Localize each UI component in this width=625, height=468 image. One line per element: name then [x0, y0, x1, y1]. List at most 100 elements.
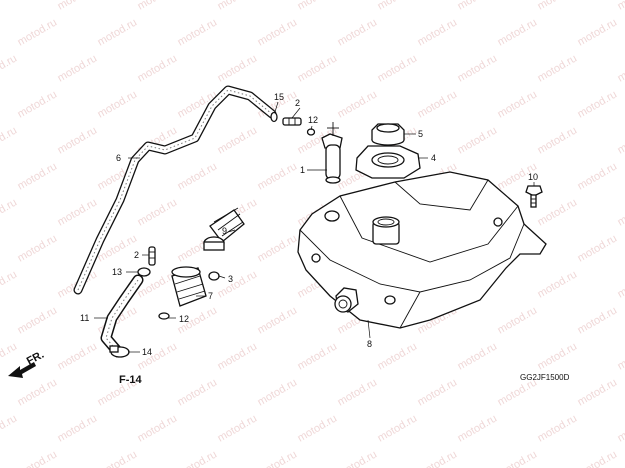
watermark-text: motod.ru — [336, 88, 380, 120]
watermark-text: motod.ru — [16, 376, 60, 408]
oil-level-gauge — [321, 122, 343, 184]
watermark-text: motod.ru — [296, 0, 340, 13]
watermark-text: motod.ru — [96, 16, 140, 48]
watermark-text: motod.ru — [256, 376, 300, 408]
watermark-text: motod.ru — [56, 124, 100, 156]
callout-6: 6 — [116, 153, 121, 163]
watermark-text: motod.ru — [336, 448, 380, 468]
watermark-text: motod.ru — [376, 0, 420, 13]
watermark-text: motod.ru — [216, 340, 260, 372]
watermark-text: motod.ru — [336, 16, 380, 48]
callout-3: 3 — [228, 274, 233, 284]
callout-8: 8 — [367, 339, 372, 349]
watermark-text: motod.ru — [216, 412, 260, 444]
watermark-text: motod.ru — [576, 232, 620, 264]
watermark-text: motod.ru — [0, 268, 19, 300]
watermark-text: motod.ru — [536, 52, 580, 84]
reference-label: F-14 — [119, 374, 143, 386]
lower-clip — [158, 312, 170, 320]
watermark-text: motod.ru — [256, 232, 300, 264]
watermark-text: motod.ru — [496, 88, 540, 120]
watermark-text: motod.ru — [496, 448, 540, 468]
callout-13: 13 — [112, 267, 122, 277]
watermark-text: motod.ru — [616, 412, 625, 444]
hose-clip-upper — [137, 267, 151, 277]
oil-feed-hose — [100, 274, 144, 358]
upper-clip — [270, 111, 278, 123]
mounting-bolt — [525, 185, 543, 208]
watermark-text: motod.ru — [0, 52, 19, 84]
callout-15: 15 — [274, 92, 284, 102]
watermark-text: motod.ru — [16, 448, 60, 468]
watermark-text: motod.ru — [336, 376, 380, 408]
watermark-text: motod.ru — [96, 88, 140, 120]
watermark-text: motod.ru — [496, 16, 540, 48]
watermark-text: motod.ru — [256, 448, 300, 468]
watermark-text: motod.ru — [56, 0, 100, 13]
watermark-text: motod.ru — [416, 376, 460, 408]
watermark-text: motod.ru — [256, 304, 300, 336]
watermark-text: motod.ru — [616, 0, 625, 13]
watermark-text: motod.ru — [256, 16, 300, 48]
callout-2-upper: 2 — [295, 98, 300, 108]
watermark-text: motod.ru — [456, 412, 500, 444]
watermark-text: motod.ru — [416, 88, 460, 120]
watermark-text: motod.ru — [496, 304, 540, 336]
callout-9: 9 — [222, 226, 227, 236]
oil-tank — [297, 171, 547, 329]
watermark-text: motod.ru — [216, 0, 260, 13]
watermark-text: motod.ru — [456, 124, 500, 156]
callout-10: 10 — [528, 172, 538, 182]
rubber-boot — [171, 266, 207, 307]
watermark-text: motod.ru — [56, 196, 100, 228]
watermark-text: motod.ru — [16, 232, 60, 264]
watermark-text: motod.ru — [0, 412, 19, 444]
drawing-code: GG2JF1500D — [520, 373, 570, 382]
watermark-text: motod.ru — [0, 196, 19, 228]
watermark-text: motod.ru — [16, 160, 60, 192]
watermark-text: motod.ru — [576, 448, 620, 468]
breather-tube — [73, 85, 277, 295]
callout-12-upper: 12 — [308, 115, 318, 125]
watermark-text: motod.ru — [0, 340, 19, 372]
watermark-text: motod.ru — [616, 196, 625, 228]
callout-1: 1 — [300, 165, 305, 175]
boot-clamp — [208, 271, 220, 281]
watermark-text: motod.ru — [456, 340, 500, 372]
watermark-text: motod.ru — [576, 16, 620, 48]
watermark-text: motod.ru — [0, 124, 19, 156]
callout-7: 7 — [208, 291, 213, 301]
callout-12-lower: 12 — [179, 314, 189, 324]
watermark-text: motod.ru — [536, 124, 580, 156]
watermark-text: motod.ru — [616, 124, 625, 156]
watermark-text: motod.ru — [176, 448, 220, 468]
watermark-text: motod.ru — [536, 412, 580, 444]
watermark-text: motod.ru — [576, 88, 620, 120]
watermark-text: motod.ru — [376, 52, 420, 84]
callout-2-lower: 2 — [134, 250, 139, 260]
filler-cap — [371, 123, 405, 146]
callout-4: 4 — [431, 153, 436, 163]
watermark-text: motod.ru — [136, 412, 180, 444]
watermark-text: motod.ru — [536, 340, 580, 372]
watermark-text: motod.ru — [296, 412, 340, 444]
watermark-text: motod.ru — [56, 412, 100, 444]
watermark-text: motod.ru — [296, 340, 340, 372]
watermark-text: motod.ru — [536, 268, 580, 300]
watermark-text: motod.ru — [576, 304, 620, 336]
watermark-text: motod.ru — [296, 52, 340, 84]
watermark-text: motod.ru — [416, 16, 460, 48]
watermark-text: motod.ru — [16, 16, 60, 48]
watermark-text: motod.ru — [136, 52, 180, 84]
watermark-text: motod.ru — [536, 0, 580, 13]
lower-joint — [148, 246, 156, 266]
callout-11: 11 — [80, 313, 89, 323]
watermark-text: motod.ru — [456, 0, 500, 13]
watermark-text: motod.ru — [56, 340, 100, 372]
watermark-text: motod.ru — [176, 160, 220, 192]
leader-lines — [94, 101, 535, 353]
filler-neck-plate — [355, 145, 421, 179]
callout-14: 14 — [142, 347, 152, 357]
watermark-text: motod.ru — [616, 340, 625, 372]
